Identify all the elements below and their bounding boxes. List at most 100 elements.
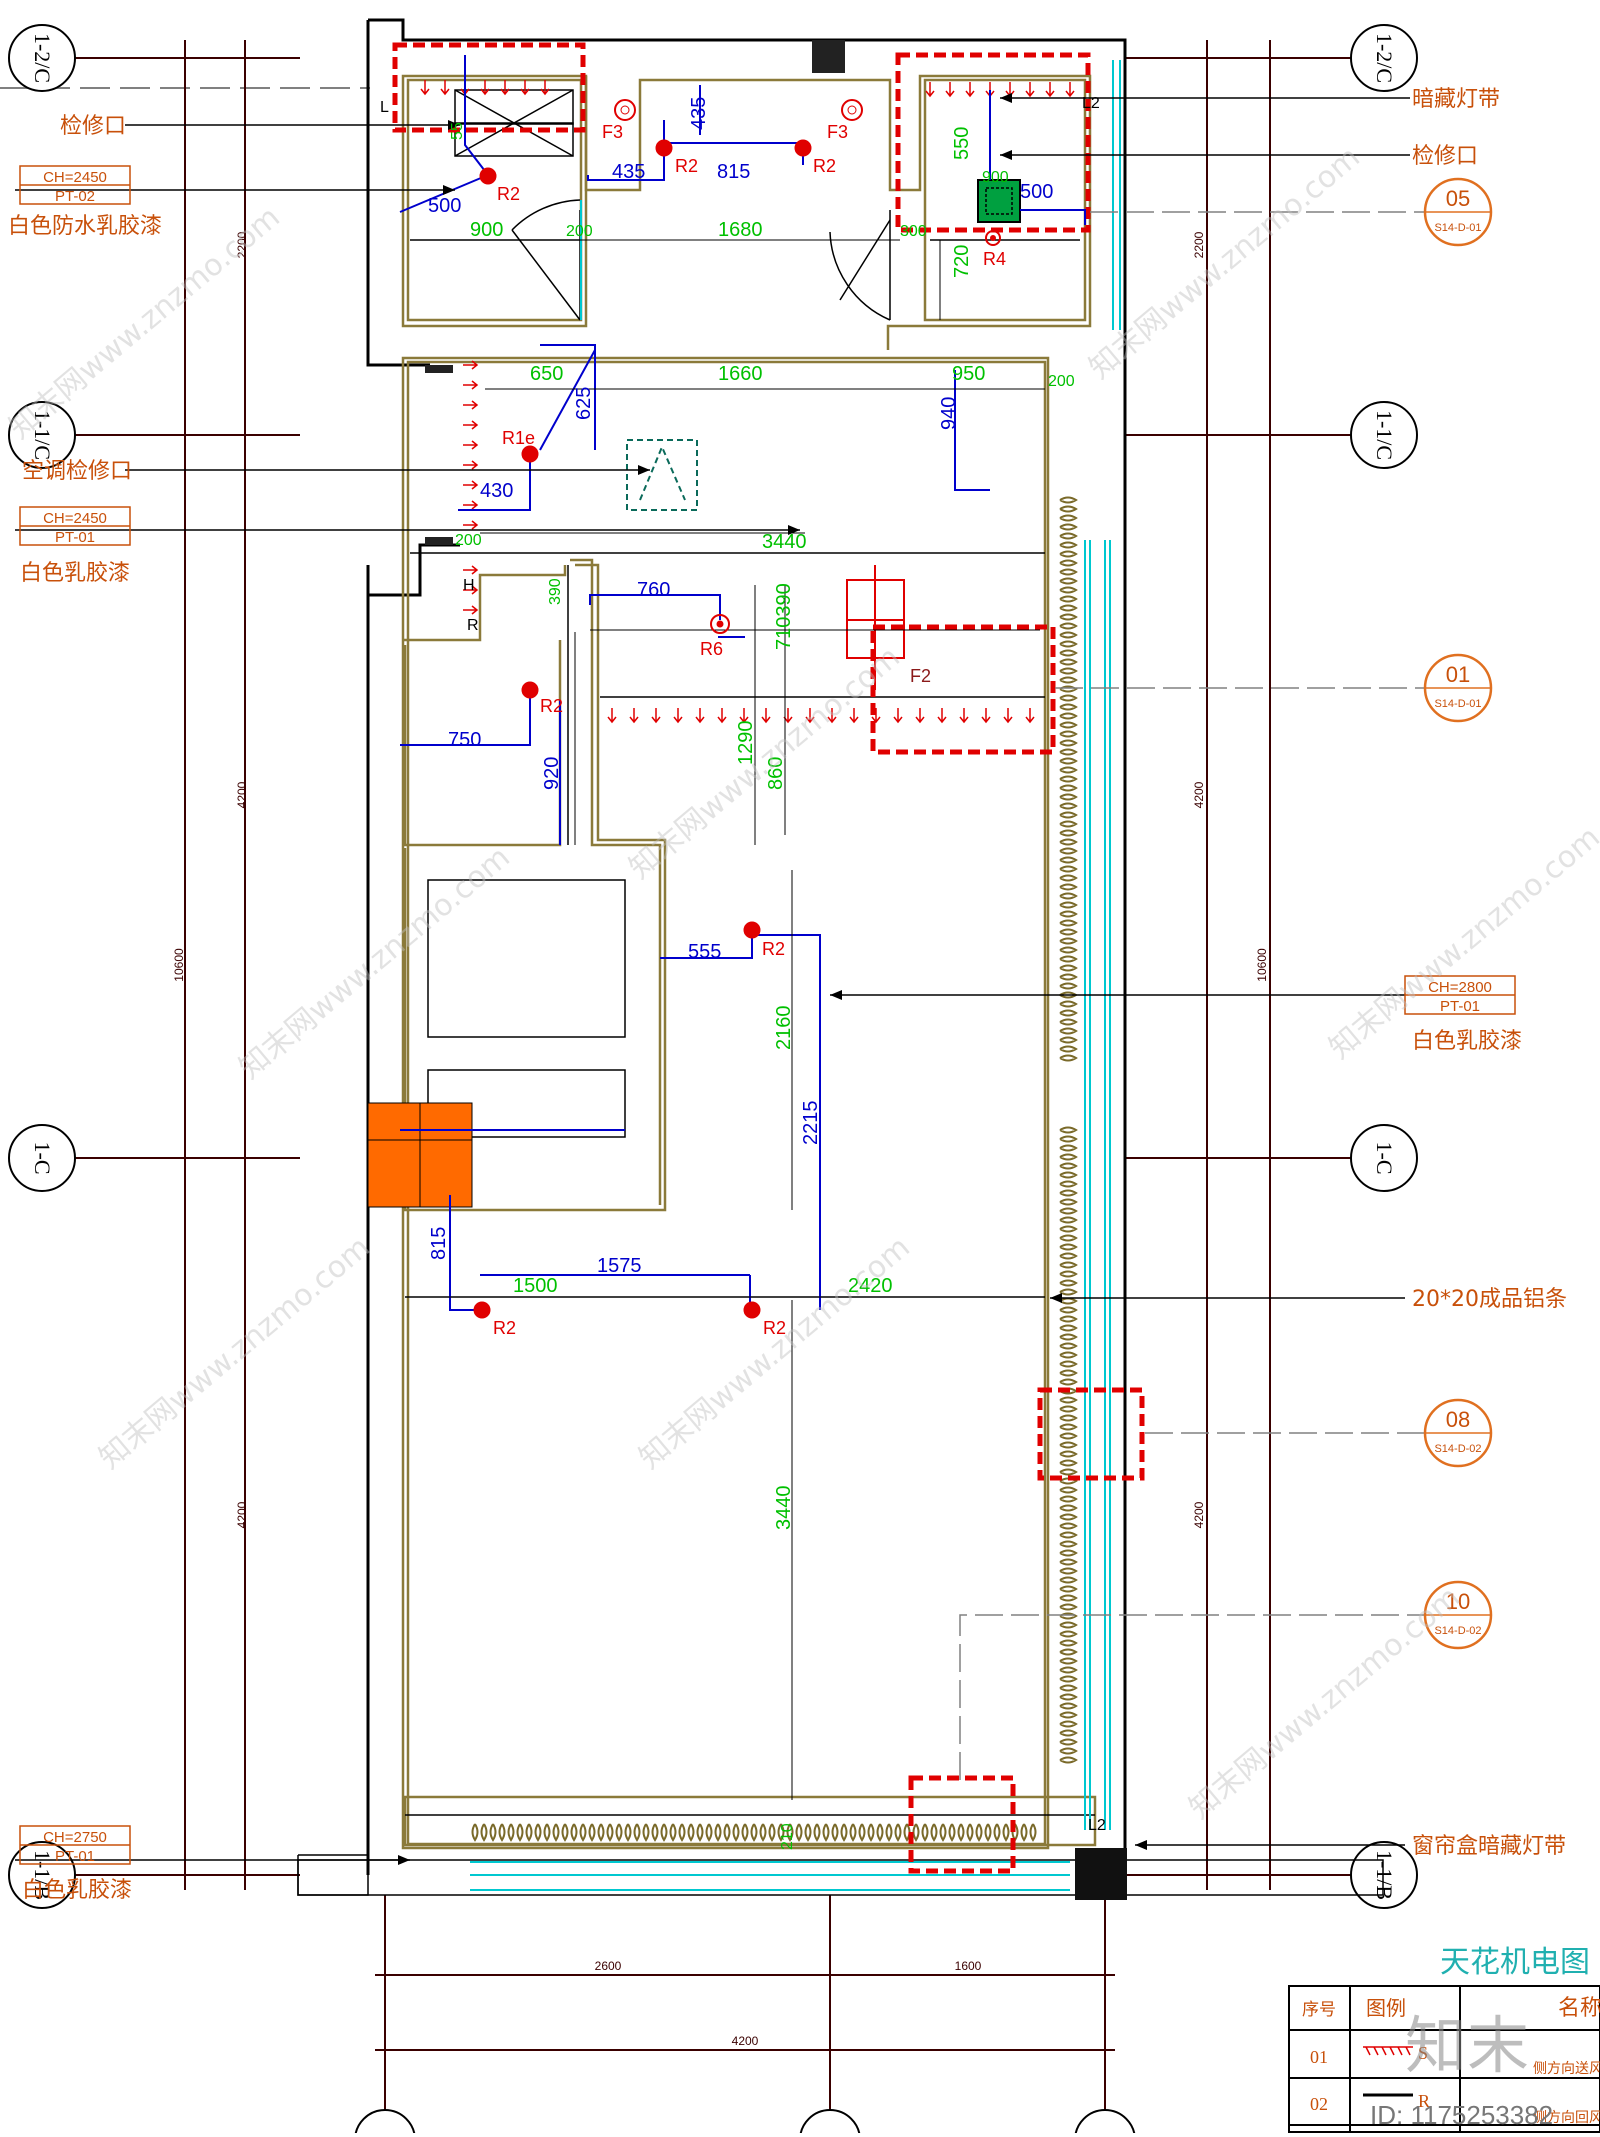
- supply-vent-arrow: [463, 605, 479, 615]
- watermark-8: 知末网www.znzmo.com: [1183, 1580, 1467, 1826]
- bdim-815b: 815: [428, 1227, 450, 1260]
- note-paint-right: 白色乳胶漆: [1412, 1029, 1522, 1054]
- grid-label-right-3: 1-C: [1372, 1142, 1397, 1175]
- note-ac-access: 空调检修口: [22, 459, 132, 484]
- devices: [473, 99, 1001, 1319]
- supply-vent-arrow: [965, 82, 975, 98]
- column-left-b: [425, 537, 453, 545]
- gdim-2160: 2160: [773, 1006, 795, 1051]
- note-access-panel-left: 检修口: [60, 114, 126, 139]
- dim-left-4200b: 4200: [235, 1501, 249, 1528]
- dim-left-2200: 2200: [235, 231, 249, 258]
- note-pt-3: PT-01: [55, 1848, 95, 1865]
- legend-row-2-name: 侧方向回风: [1533, 2110, 1600, 2126]
- note-pt-1: PT-02: [55, 188, 95, 205]
- label-r2-4: R2: [540, 696, 563, 716]
- supply-vent-arrow: [440, 80, 450, 96]
- light-strip-segment: [1059, 1126, 1078, 1764]
- gdim-300: 300: [900, 223, 927, 240]
- supply-vent-arrow: [463, 565, 479, 575]
- supply-vent-arrow: [937, 708, 947, 724]
- diffuser-r4-box: [977, 179, 1021, 223]
- gdim-3440b: 3440: [773, 1486, 795, 1531]
- supply-vent-arrow: [463, 420, 479, 430]
- blue-dimensions: 500 435 435 815 500 625 430 940 760 750 …: [428, 97, 1053, 1277]
- label-r2-5: R2: [762, 939, 785, 959]
- gdim-710390: 710390: [773, 583, 795, 650]
- supply-vent-arrow: [463, 500, 479, 510]
- grid-bubbles-right: 1-2/C 1-1/C 1-C 1-1/B: [1350, 24, 1418, 1909]
- light-strip-coils: [471, 496, 1078, 1842]
- green-dimension-lines: [405, 239, 1045, 1800]
- gdim-200b: 200: [1048, 373, 1075, 390]
- device-r1e: [521, 445, 539, 463]
- device-r2-4: [521, 681, 539, 699]
- callout-10-ref: S14-D-02: [1434, 1625, 1481, 1637]
- bdim-555: 555: [688, 941, 721, 963]
- grid-label-right-2: 1-1/C: [1372, 410, 1397, 460]
- finish-outlines: [401, 74, 1097, 1850]
- gdim-650: 650: [530, 363, 563, 385]
- watermark-2: 知末网www.znzmo.com: [233, 840, 517, 1086]
- left-notes: 检修口 CH=2450 PT-02 白色防水乳胶漆 空调检修口 CH=2450 …: [8, 114, 162, 1903]
- supply-vent-arrow: [463, 360, 479, 370]
- grid-label-right-4: 1-1/B: [1372, 1850, 1397, 1900]
- dim-right-4200b: 4200: [1192, 1501, 1206, 1528]
- watermarks: 知末网www.znzmo.com 知末网www.znzmo.com 知末网www…: [3, 140, 1600, 1826]
- device-r2-7: [743, 1301, 761, 1319]
- supply-vent-arrow: [463, 520, 479, 530]
- supply-vent-arrow: [629, 708, 639, 724]
- label-l2-bottom: L2: [1088, 1817, 1106, 1834]
- gdim-210: 210: [779, 1823, 796, 1850]
- grid-label-right-1: 1-2/C: [1372, 33, 1397, 83]
- gdim-900b: 900: [982, 169, 1009, 186]
- gdim-1500: 1500: [513, 1275, 558, 1297]
- supply-vent-arrow: [959, 708, 969, 724]
- supply-vent-arrow: [463, 440, 479, 450]
- gdim-920: 920: [541, 757, 563, 790]
- supply-vent-arrow: [1003, 708, 1013, 724]
- supply-vent-arrow: [463, 380, 479, 390]
- note-pt-2: PT-01: [55, 529, 95, 546]
- bdim-815a: 815: [717, 161, 750, 183]
- right-vertical-dimension-lines: [1197, 40, 1280, 1890]
- note-paint-3: 白色乳胶漆: [22, 1878, 132, 1903]
- supply-vent-arrow: [695, 708, 705, 724]
- legend-supply-symbol: [1363, 2046, 1413, 2056]
- dim-right-10600: 10600: [1255, 948, 1269, 982]
- supply-vent-arrow: [893, 708, 903, 724]
- supply-vent-arrow: [540, 80, 550, 96]
- legend-row-1-no: 01: [1310, 2047, 1328, 2067]
- supply-vent-arrow: [871, 708, 881, 724]
- device-r2-1: [479, 167, 497, 185]
- supply-vent-arrow: [805, 708, 815, 724]
- gdim-720: 720: [951, 245, 973, 278]
- dim-left-4200a: 4200: [235, 781, 249, 808]
- supply-vent-arrow: [420, 80, 430, 96]
- light-strip-segment: [471, 1823, 1037, 1842]
- gdim-200a: 200: [566, 223, 593, 240]
- note-paint-2: 白色乳胶漆: [20, 561, 130, 586]
- gdim-550: 550: [951, 127, 973, 160]
- light-strip-segment: [1059, 496, 1078, 1062]
- detail-callouts: 05 S14-D-01 01 S14-D-01 08 S14-D-02 10 S…: [1423, 177, 1493, 1650]
- callout-leaders: [959, 211, 1425, 1780]
- legend-row-2-sym: R: [1418, 2091, 1430, 2111]
- supply-vent-arrow: [673, 708, 683, 724]
- supply-vent-arrow: [1045, 82, 1055, 98]
- id-label: ID: 1175253382: [1370, 2100, 1554, 2130]
- supply-vent-arrow: [463, 460, 479, 470]
- column-left-a: [425, 365, 453, 373]
- supply-vent-arrow: [827, 708, 837, 724]
- dim-right-4200a: 4200: [1192, 781, 1206, 808]
- note-aluminium: 20*20成品铝条: [1412, 1287, 1567, 1312]
- gdim-55: 55: [449, 122, 466, 140]
- bdim-435a: 435: [612, 161, 645, 183]
- device-labels: R2 R2 R2 R1e R2 R2 R2 R2 R6 R4 F3 F3 F2 …: [380, 95, 1106, 1834]
- label-h: H: [463, 577, 475, 594]
- note-paint-1: 白色防水乳胶漆: [8, 214, 162, 239]
- note-ch-3: CH=2750: [43, 1829, 107, 1846]
- drawing-title: 天花机电图: [1440, 1945, 1590, 1980]
- label-r2-7: R2: [763, 1318, 786, 1338]
